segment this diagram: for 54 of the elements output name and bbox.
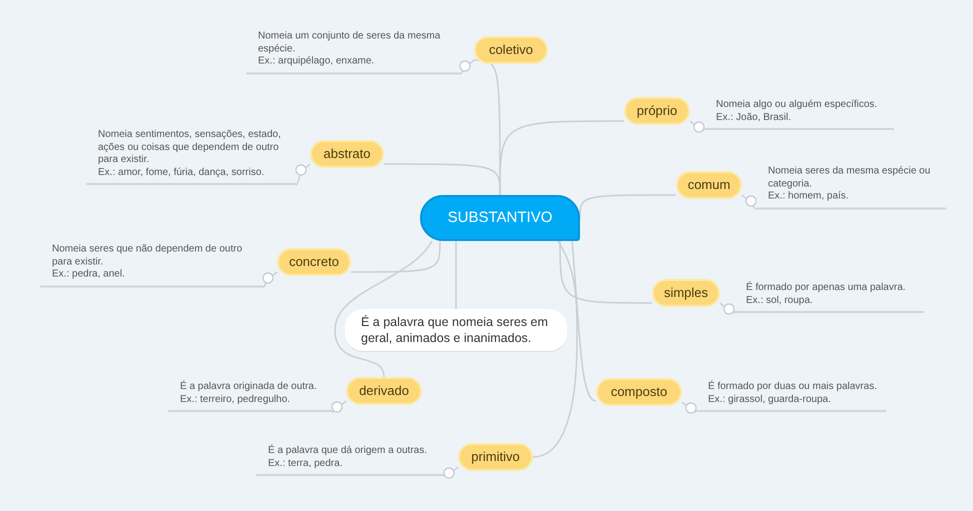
connector-line — [571, 240, 596, 402]
topic-pill: simples — [652, 279, 720, 307]
connector-line — [532, 240, 578, 458]
note-underline — [168, 381, 332, 412]
note-text: Nomeia seres da mesma espécie ou categoria. — [768, 166, 932, 190]
note-underline — [86, 129, 296, 185]
note-text: Nomeia sentimentos, sensações, estado, ações ou coisas que dependem de outro para existir. — [98, 129, 282, 166]
note-text: É formado por duas ou mais palavras. — [708, 381, 878, 394]
note-underline — [734, 282, 924, 313]
topic-pill: primitivo — [458, 443, 533, 471]
note-text: Ex.: arquipélago, enxame. — [258, 56, 376, 68]
central-topic: SUBSTANTIVO — [420, 195, 580, 241]
connector-line — [296, 163, 311, 186]
note-underline — [256, 445, 444, 476]
note-text: Ex.: sol, roupa. — [746, 294, 814, 307]
note-text: Nomeia algo ou alguém específicos. — [716, 99, 878, 112]
connector-line — [719, 302, 734, 314]
note-text: Nomeia um conjunto de seres da mesma espécie. — [258, 30, 442, 56]
note-underline — [704, 99, 894, 130]
note-text: Ex.: homem, país. — [768, 190, 850, 203]
connector-line — [332, 400, 347, 413]
topic-pill: abstrato — [310, 140, 384, 168]
note-text: Ex.: terra, pedra. — [268, 458, 344, 470]
connector-line — [444, 466, 459, 477]
connector-line — [579, 194, 676, 218]
topic-pill: derivado — [346, 377, 422, 405]
connector-line — [460, 59, 475, 75]
topic-pill: concreto — [277, 248, 351, 276]
topic-pill: próprio — [624, 97, 690, 125]
note-text: Ex.: girassol, guarda-roupa. — [708, 394, 832, 406]
note-text: É a palavra originada de outra. — [180, 381, 318, 394]
connector-line — [741, 194, 756, 210]
connector-line — [681, 401, 696, 413]
note-text: Ex.: João, Brasil. — [716, 112, 792, 124]
connector-line — [262, 271, 278, 288]
note-text: Ex.: amor, fome, fúria, dança, sorriso. — [98, 166, 266, 179]
note-underline — [40, 244, 263, 287]
connector-line — [455, 241, 457, 309]
topic-pill: composto — [596, 378, 682, 406]
note-underline — [696, 381, 886, 412]
connector-line — [334, 240, 433, 378]
note-text: Nomeia seres que não dependem de outro para existir. — [52, 244, 244, 268]
topic-pill: comum — [676, 171, 742, 199]
note-text: Ex.: terreiro, pedregulho. — [180, 394, 292, 406]
note-text: É a palavra que dá origem a outras. — [268, 445, 428, 458]
connector-line — [559, 241, 652, 304]
connector-line — [351, 241, 441, 273]
note-underline — [246, 30, 460, 74]
note-text: Ex.: pedra, anel. — [52, 268, 126, 281]
note-underline — [756, 166, 946, 209]
connector-line — [689, 120, 704, 131]
topic-pill: coletivo — [474, 36, 548, 64]
note-text: É formado por apenas uma palavra. — [746, 282, 907, 294]
definition-box: É a palavra que nomeia seres em geral, animados e inanimados. — [345, 309, 567, 352]
